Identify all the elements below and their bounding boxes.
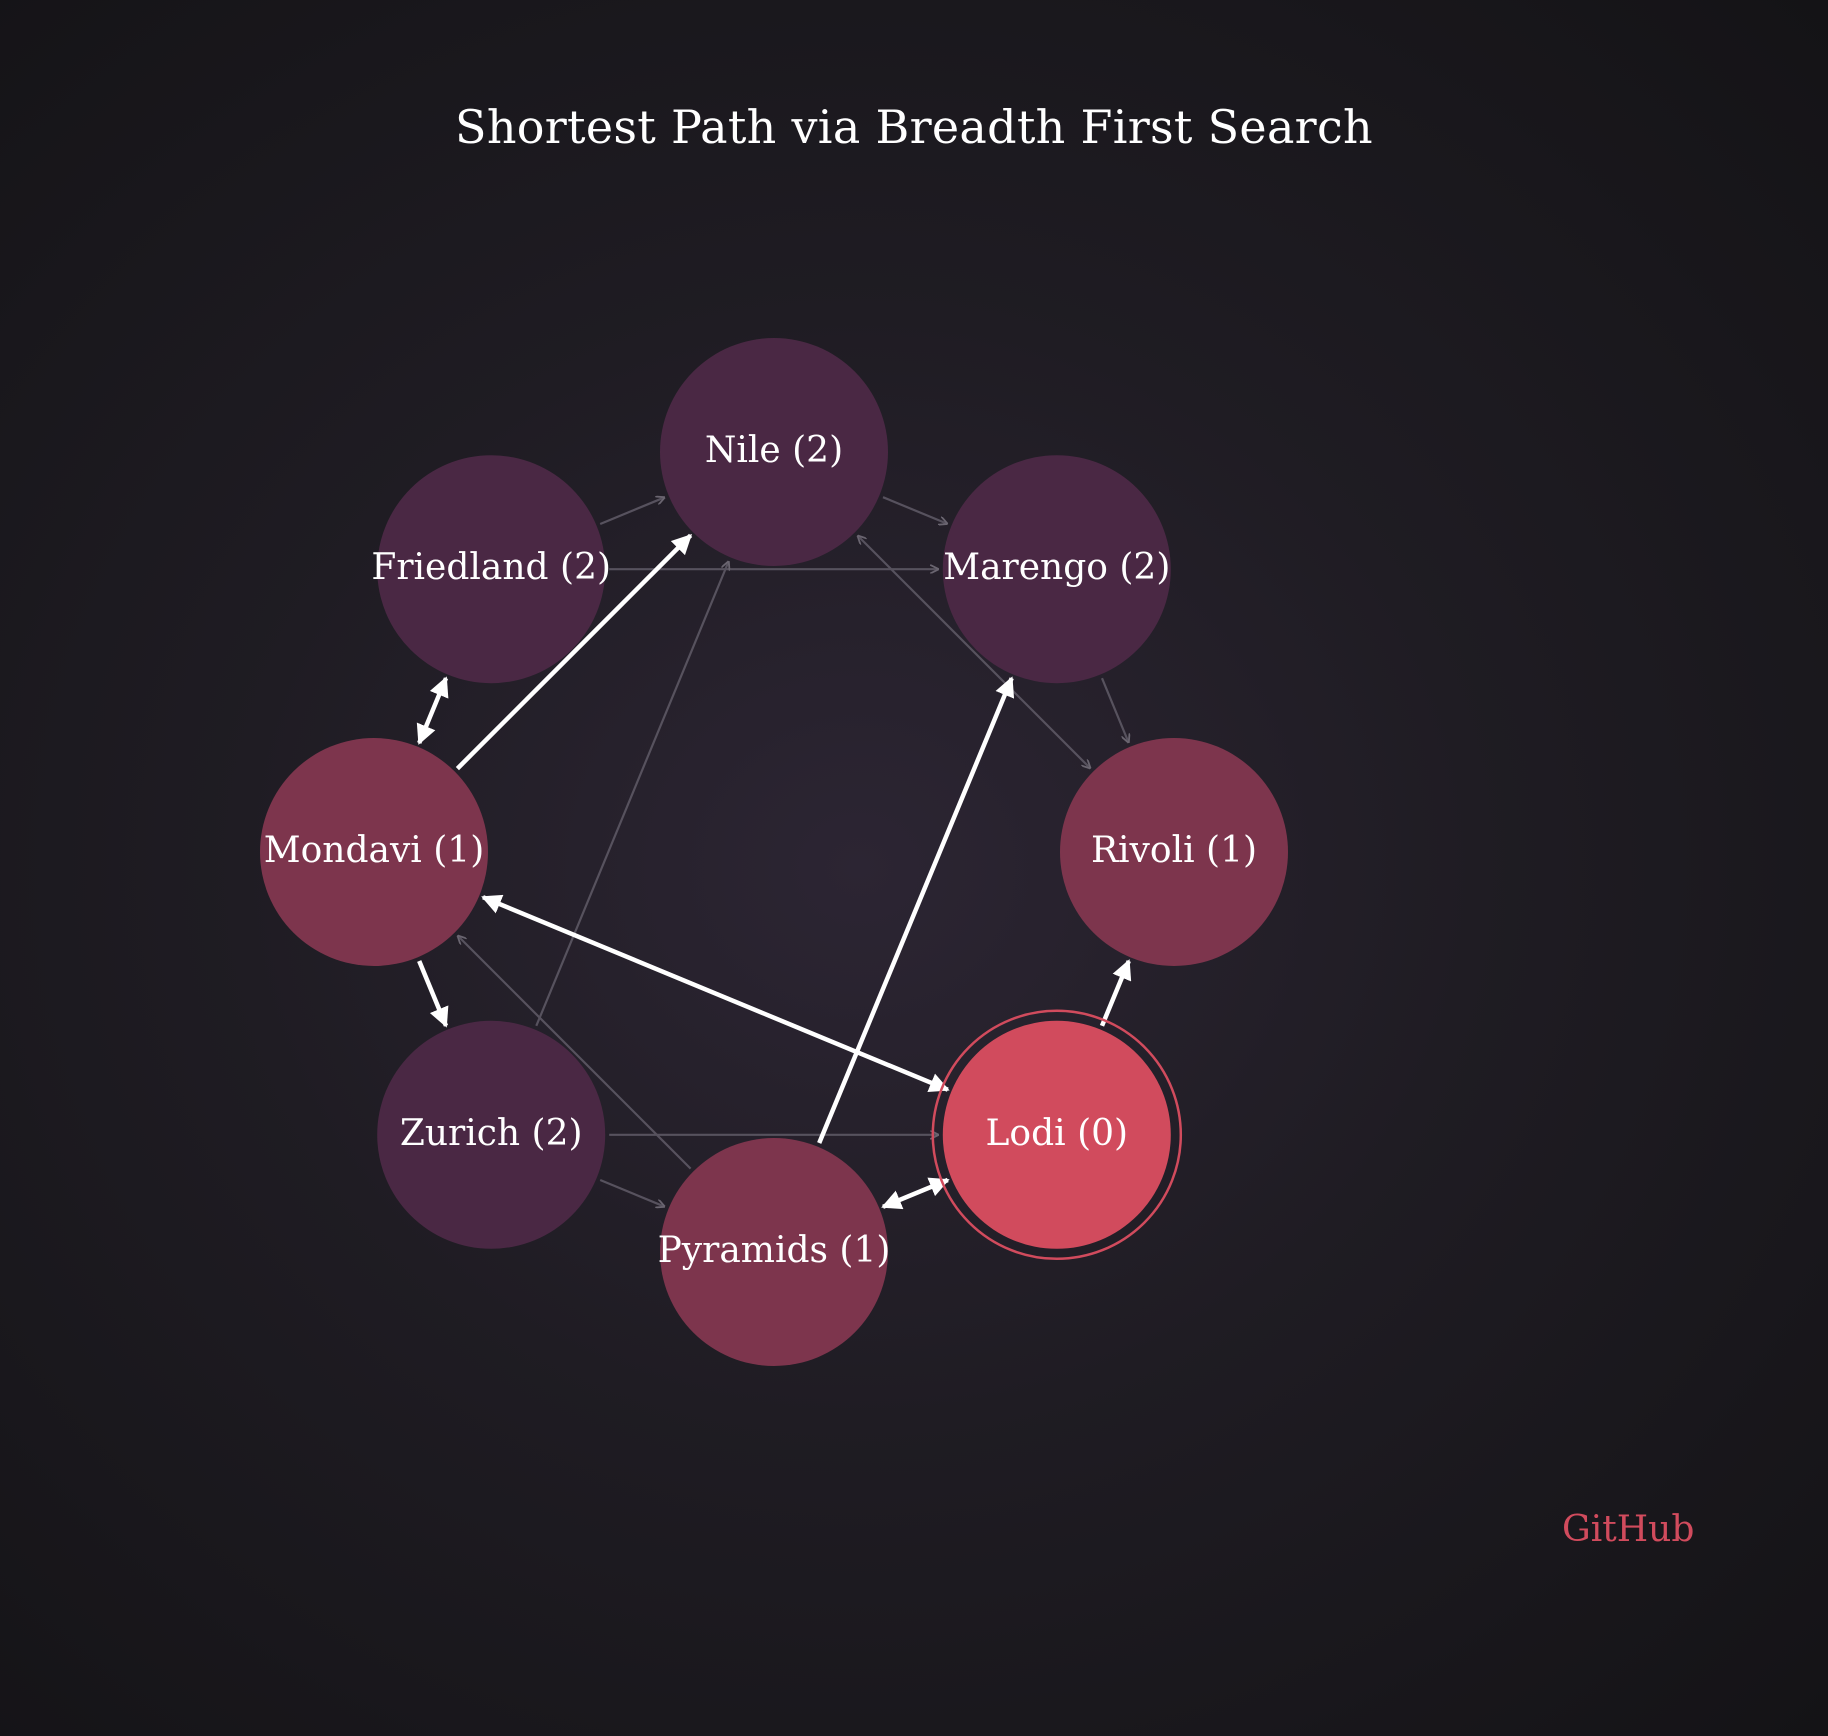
node-circle-pyramids[interactable] — [660, 1138, 888, 1366]
node-label-pyramids: Pyramids (1) — [658, 1230, 891, 1271]
node-marengo[interactable]: Marengo (2) — [942, 455, 1171, 684]
node-mondavi[interactable]: Mondavi (1) — [260, 738, 488, 966]
edge-pyramids-to-marengo — [817, 676, 1015, 1144]
node-layer: Nile (2) Marengo (2) Rivoli (1) Lodi (0) Pyr… — [260, 338, 1288, 1366]
node-circle-lodi[interactable] — [942, 1020, 1171, 1249]
node-label-lodi: Lodi (0) — [986, 1113, 1129, 1154]
node-lodi[interactable]: Lodi (0) — [931, 1009, 1183, 1261]
edge-mondavi-to-zurich — [417, 960, 449, 1028]
node-label-mondavi: Mondavi (1) — [264, 830, 485, 871]
edge-layer — [416, 496, 1132, 1210]
edge-lodi-to-rivoli — [1099, 959, 1132, 1027]
node-label-marengo: Marengo (2) — [943, 547, 1170, 588]
source-node-ring — [931, 1009, 1183, 1261]
edge-mondavi-to-lodi — [481, 894, 950, 1093]
edge-mondavi-to-friedland — [416, 676, 449, 745]
edge-mondavi-to-nile — [455, 533, 693, 771]
node-label-nile: Nile (2) — [705, 430, 843, 471]
node-label-rivoli: Rivoli (1) — [1091, 830, 1257, 871]
edge-rivoli-to-nile — [857, 535, 1090, 768]
node-zurich[interactable]: Zurich (2) — [377, 1020, 606, 1249]
node-circle-rivoli[interactable] — [1060, 738, 1288, 966]
edge-friedland-to-nile — [599, 497, 665, 526]
page-title: Shortest Path via Breadth First Search — [455, 100, 1373, 154]
node-circle-friedland[interactable] — [377, 455, 606, 684]
github-link[interactable]: GitHub — [1562, 1509, 1695, 1550]
node-circle-marengo[interactable] — [942, 455, 1171, 684]
node-label-zurich: Zurich (2) — [400, 1113, 583, 1154]
node-pyramids[interactable]: Pyramids (1) — [658, 1138, 891, 1366]
node-rivoli[interactable]: Rivoli (1) — [1060, 738, 1288, 966]
node-circle-mondavi[interactable] — [260, 738, 488, 966]
edge-lodi-to-pyramids — [881, 1177, 950, 1210]
edge-nile-to-marengo — [882, 496, 948, 524]
node-label-friedland: Friedland (2) — [371, 547, 611, 588]
node-circle-zurich[interactable] — [377, 1020, 606, 1249]
edge-zurich-to-pyramids — [599, 1178, 665, 1207]
edge-marengo-to-rivoli — [1100, 677, 1129, 743]
node-friedland[interactable]: Friedland (2) — [371, 455, 611, 684]
node-circle-nile[interactable] — [660, 338, 888, 566]
node-nile[interactable]: Nile (2) — [660, 338, 888, 566]
